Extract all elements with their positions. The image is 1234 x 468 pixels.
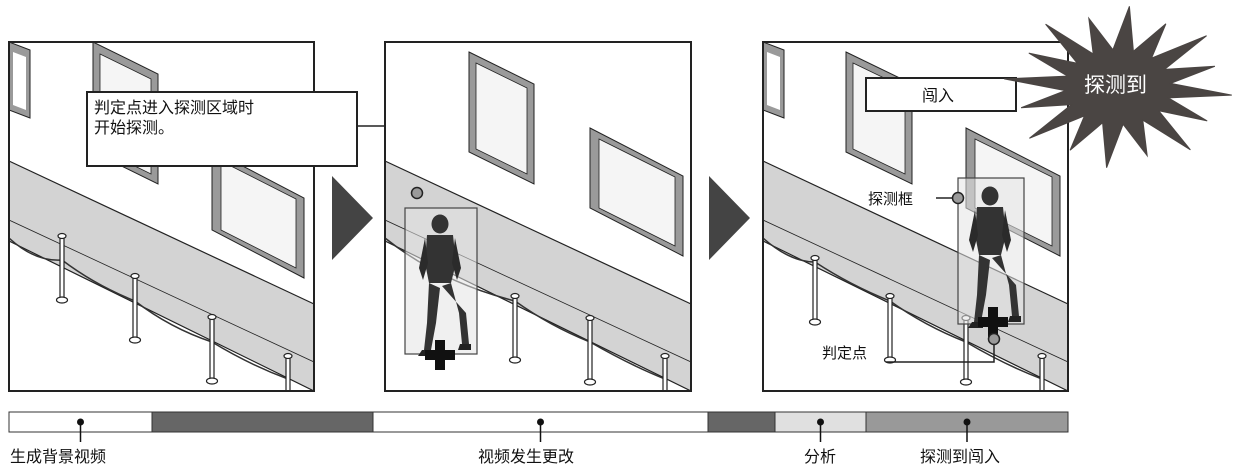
- callout-box: 判定点进入探测区域时 开始探测。: [86, 91, 418, 192]
- timeline-segment: [707, 411, 776, 433]
- callout-line-2: 开始探测。: [94, 118, 174, 137]
- wall-frame-middle: [468, 51, 535, 185]
- timeline-dot: [537, 418, 544, 426]
- intrusion-label: 闯入: [922, 86, 954, 105]
- timeline-phase-label: 生成背景视频: [10, 447, 106, 466]
- timeline-dot: [817, 418, 824, 426]
- wall-frame-left: [9, 42, 31, 119]
- timeline-segment: [151, 411, 374, 433]
- timeline-phase-label: 分析: [804, 447, 836, 466]
- scene-panel-detected: 探测框 判定点: [762, 41, 1069, 392]
- detected-badge-text: 探测到: [1084, 73, 1147, 97]
- detection-frame-dot: [951, 191, 965, 205]
- timeline-dot: [963, 418, 971, 426]
- intrusion-label-box: 闯入: [865, 77, 1017, 112]
- judgment-point-dot: [410, 186, 424, 200]
- detection-frame-label: 探测框: [868, 190, 913, 208]
- judgment-point-dot: [987, 332, 1001, 346]
- wall-frame-right: [211, 149, 305, 279]
- wall-frame-left: [763, 42, 785, 119]
- next-arrow: [709, 176, 750, 260]
- judgment-point-label: 判定点: [822, 344, 867, 362]
- scene-panel-change: [384, 41, 692, 392]
- callout-line-1: 判定点进入探测区域时: [94, 98, 254, 117]
- judgment-point-marker: [425, 340, 455, 370]
- judgment-point-marker: [978, 307, 1008, 337]
- timeline-phase-label: 视频发生更改: [478, 447, 574, 466]
- timeline-phase-label: 探测到闯入: [920, 447, 1000, 466]
- detected-starburst: 探测到: [1004, 6, 1232, 168]
- wall-frame-right: [589, 127, 684, 257]
- next-arrow: [332, 176, 373, 260]
- timeline-dot: [77, 418, 84, 426]
- timeline-bar: 生成背景视频 视频发生更改 分析 探测到闯入: [8, 411, 1069, 466]
